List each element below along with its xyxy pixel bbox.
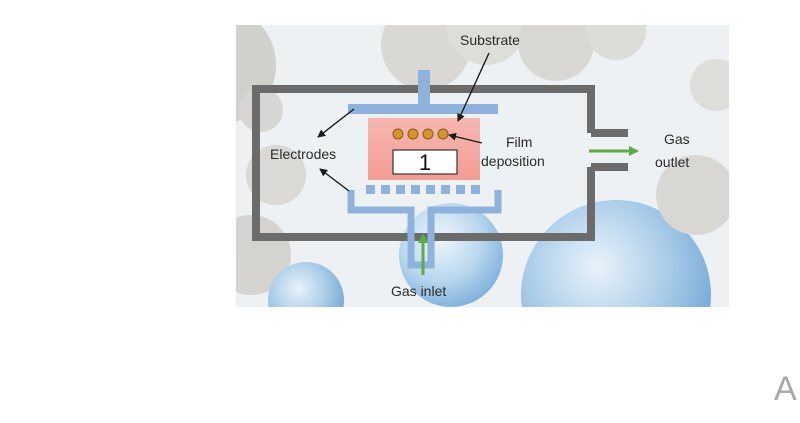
bottom-electrode: [347, 190, 502, 269]
electrodes-label: Electrodes: [270, 146, 336, 162]
film-label-line2: deposition: [481, 153, 545, 169]
corner-letter: A: [774, 370, 797, 408]
film-arrow: [448, 132, 483, 144]
chamber-wall: [252, 85, 595, 241]
film-label-line1: Film: [506, 134, 532, 150]
particles: [392, 128, 449, 140]
diagram-canvas: 1 Substrate Electrodes Film deposition G…: [236, 25, 729, 307]
electrode-arrow-top: [317, 108, 355, 138]
pecvd-diagram: 1 Substrate Electrodes Film deposition G…: [236, 25, 729, 307]
top-electrode-stem: [418, 70, 430, 108]
gas-outlet-label-line2: outlet: [655, 154, 689, 170]
gas-outlet-pipe: [591, 129, 628, 171]
electrode-arrow-bottom: [319, 168, 350, 192]
substrate-label: Substrate: [460, 32, 520, 48]
substrate-arrow: [457, 52, 490, 122]
gas-outlet-label-line1: Gas: [664, 131, 690, 147]
marker-number: 1: [419, 150, 431, 175]
showerhead: [366, 185, 480, 194]
gas-inlet-label: Gas inlet: [391, 283, 446, 299]
top-electrode: [348, 104, 498, 114]
background-decoration: [236, 25, 729, 307]
marker-box: [392, 149, 458, 175]
